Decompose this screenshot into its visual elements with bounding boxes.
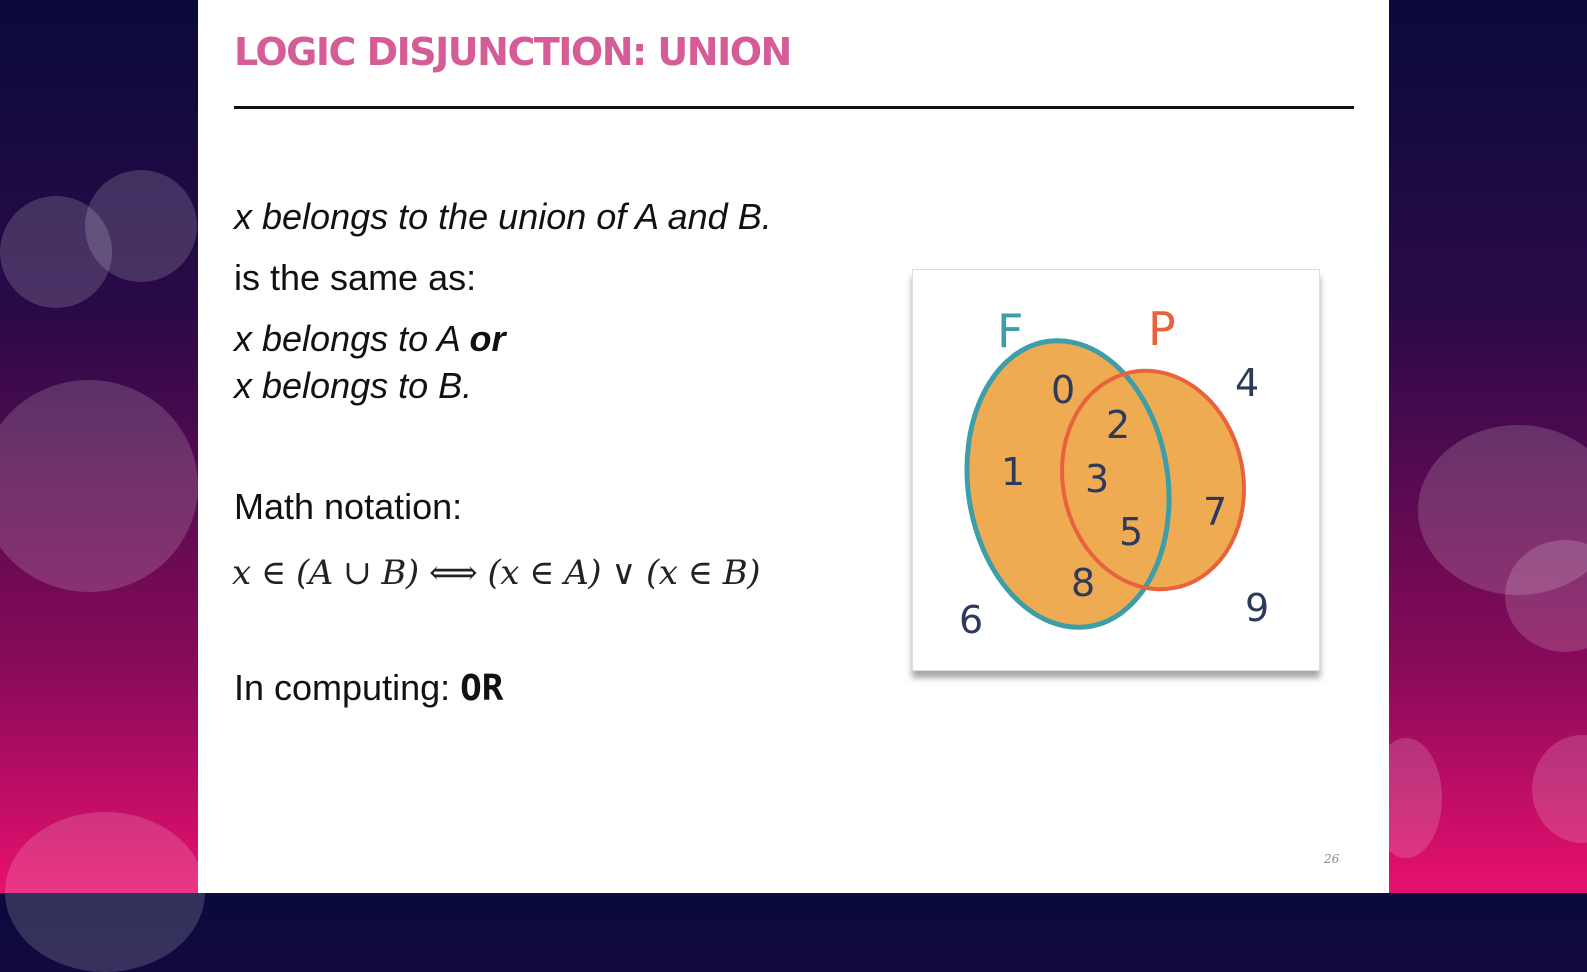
computing-label: In computing: xyxy=(234,667,461,708)
decorative-bubble xyxy=(0,380,198,592)
number-7: 7 xyxy=(1203,490,1227,534)
computing-value: OR xyxy=(460,668,504,709)
math-notation-label: Math notation: xyxy=(234,486,463,527)
venn-diagram: F P 0 2 1 3 5 8 4 7 9 6 xyxy=(912,269,1320,671)
union-statement: x belongs to the union of A and B. xyxy=(234,196,772,237)
set-p-outline xyxy=(1060,368,1246,592)
title-divider xyxy=(234,106,1354,109)
slide: LOGIC DISJUNCTION: UNION x belongs to th… xyxy=(198,0,1389,893)
page-number: 26 xyxy=(1324,852,1340,866)
slide-title: LOGIC DISJUNCTION: UNION xyxy=(234,30,792,74)
or-keyword: or xyxy=(469,318,506,359)
decorative-bubble xyxy=(0,196,112,308)
decorative-bubble xyxy=(5,812,205,972)
belongs-to-a-text: x belongs to A xyxy=(234,318,470,359)
number-9: 9 xyxy=(1245,586,1269,630)
venn-svg: F P 0 2 1 3 5 8 4 7 9 6 xyxy=(959,302,1269,642)
number-1: 1 xyxy=(1001,450,1025,494)
set-p-fill xyxy=(1062,370,1244,590)
set-f-outline xyxy=(964,338,1172,630)
belongs-to-a-line: x belongs to A or xyxy=(234,318,505,360)
number-4: 4 xyxy=(1235,361,1259,405)
decorative-bubble xyxy=(1418,425,1587,595)
number-6: 6 xyxy=(959,598,983,642)
number-3: 3 xyxy=(1085,457,1109,501)
number-5: 5 xyxy=(1119,510,1143,554)
computing-line: In computing: OR xyxy=(234,667,503,709)
math-formula: x ∈ (A ∪ B) ⟺ (x ∈ A) ∨ (x ∈ B) xyxy=(232,553,761,593)
decorative-bubble xyxy=(1532,735,1587,843)
number-8: 8 xyxy=(1071,561,1095,605)
set-p-label: P xyxy=(1148,302,1176,356)
decorative-bubble xyxy=(85,170,197,282)
same-as-text: is the same as: xyxy=(234,257,477,298)
number-0: 0 xyxy=(1051,368,1075,412)
number-2: 2 xyxy=(1106,403,1130,447)
set-f-label: F xyxy=(997,304,1023,358)
belongs-to-b-line: x belongs to B. xyxy=(234,365,473,406)
